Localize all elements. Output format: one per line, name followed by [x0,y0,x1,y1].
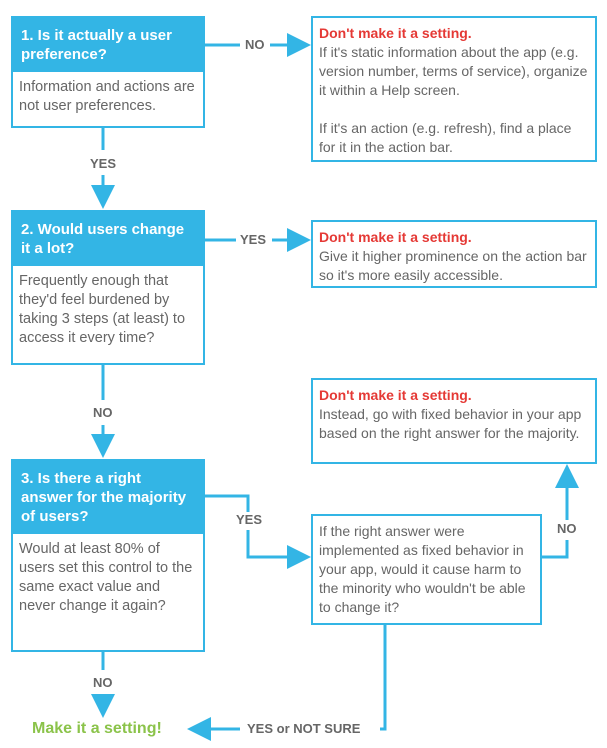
label-no-3: NO [91,675,115,690]
question-3-body: Would at least 80% of users set this con… [19,541,193,614]
outcome-1-text-2: If it's an action (e.g. refresh), find a… [319,120,572,155]
label-no-4: NO [555,521,579,536]
outcome-2-text: Give it higher prominence on the action … [319,248,587,283]
question-2-body: Frequently enough that they'd feel burde… [19,273,186,346]
question-1-box: 1. Is it actually a user preference? Inf… [11,16,205,128]
label-no-2: NO [91,405,115,420]
final-outcome: Make it a setting! [32,720,162,737]
label-no-1: NO [243,37,267,52]
question-4-text: If the right answer were implemented as … [319,523,526,615]
outcome-1-text-1: If it's static information about the app… [319,44,588,98]
question-3-box: 3. Is there a right answer for the major… [11,459,205,652]
outcome-3-text: Instead, go with fixed behavior in your … [319,406,582,441]
label-yes-1: YES [88,156,119,171]
label-yes-or-not-sure: YES or NOT SURE [245,721,363,736]
outcome-2-heading: Don't make it a setting. [319,229,472,245]
outcome-1-heading: Don't make it a setting. [319,25,472,41]
label-yes-3: YES [234,512,265,527]
question-2-box: 2. Would users change it a lot? Frequent… [11,210,205,365]
question-1-title: 1. Is it actually a user preference? [13,18,203,72]
question-3-title: 3. Is there a right answer for the major… [13,461,203,534]
question-4-box: If the right answer were implemented as … [311,514,542,625]
question-2-title: 2. Would users change it a lot? [13,212,203,266]
outcome-3-heading: Don't make it a setting. [319,387,472,403]
outcome-2-box: Don't make it a setting. Give it higher … [311,220,597,288]
outcome-1-box: Don't make it a setting. If it's static … [311,16,597,162]
question-1-body: Information and actions are not user pre… [19,79,195,114]
label-yes-2: YES [238,232,269,247]
outcome-3-box: Don't make it a setting. Instead, go wit… [311,378,597,464]
